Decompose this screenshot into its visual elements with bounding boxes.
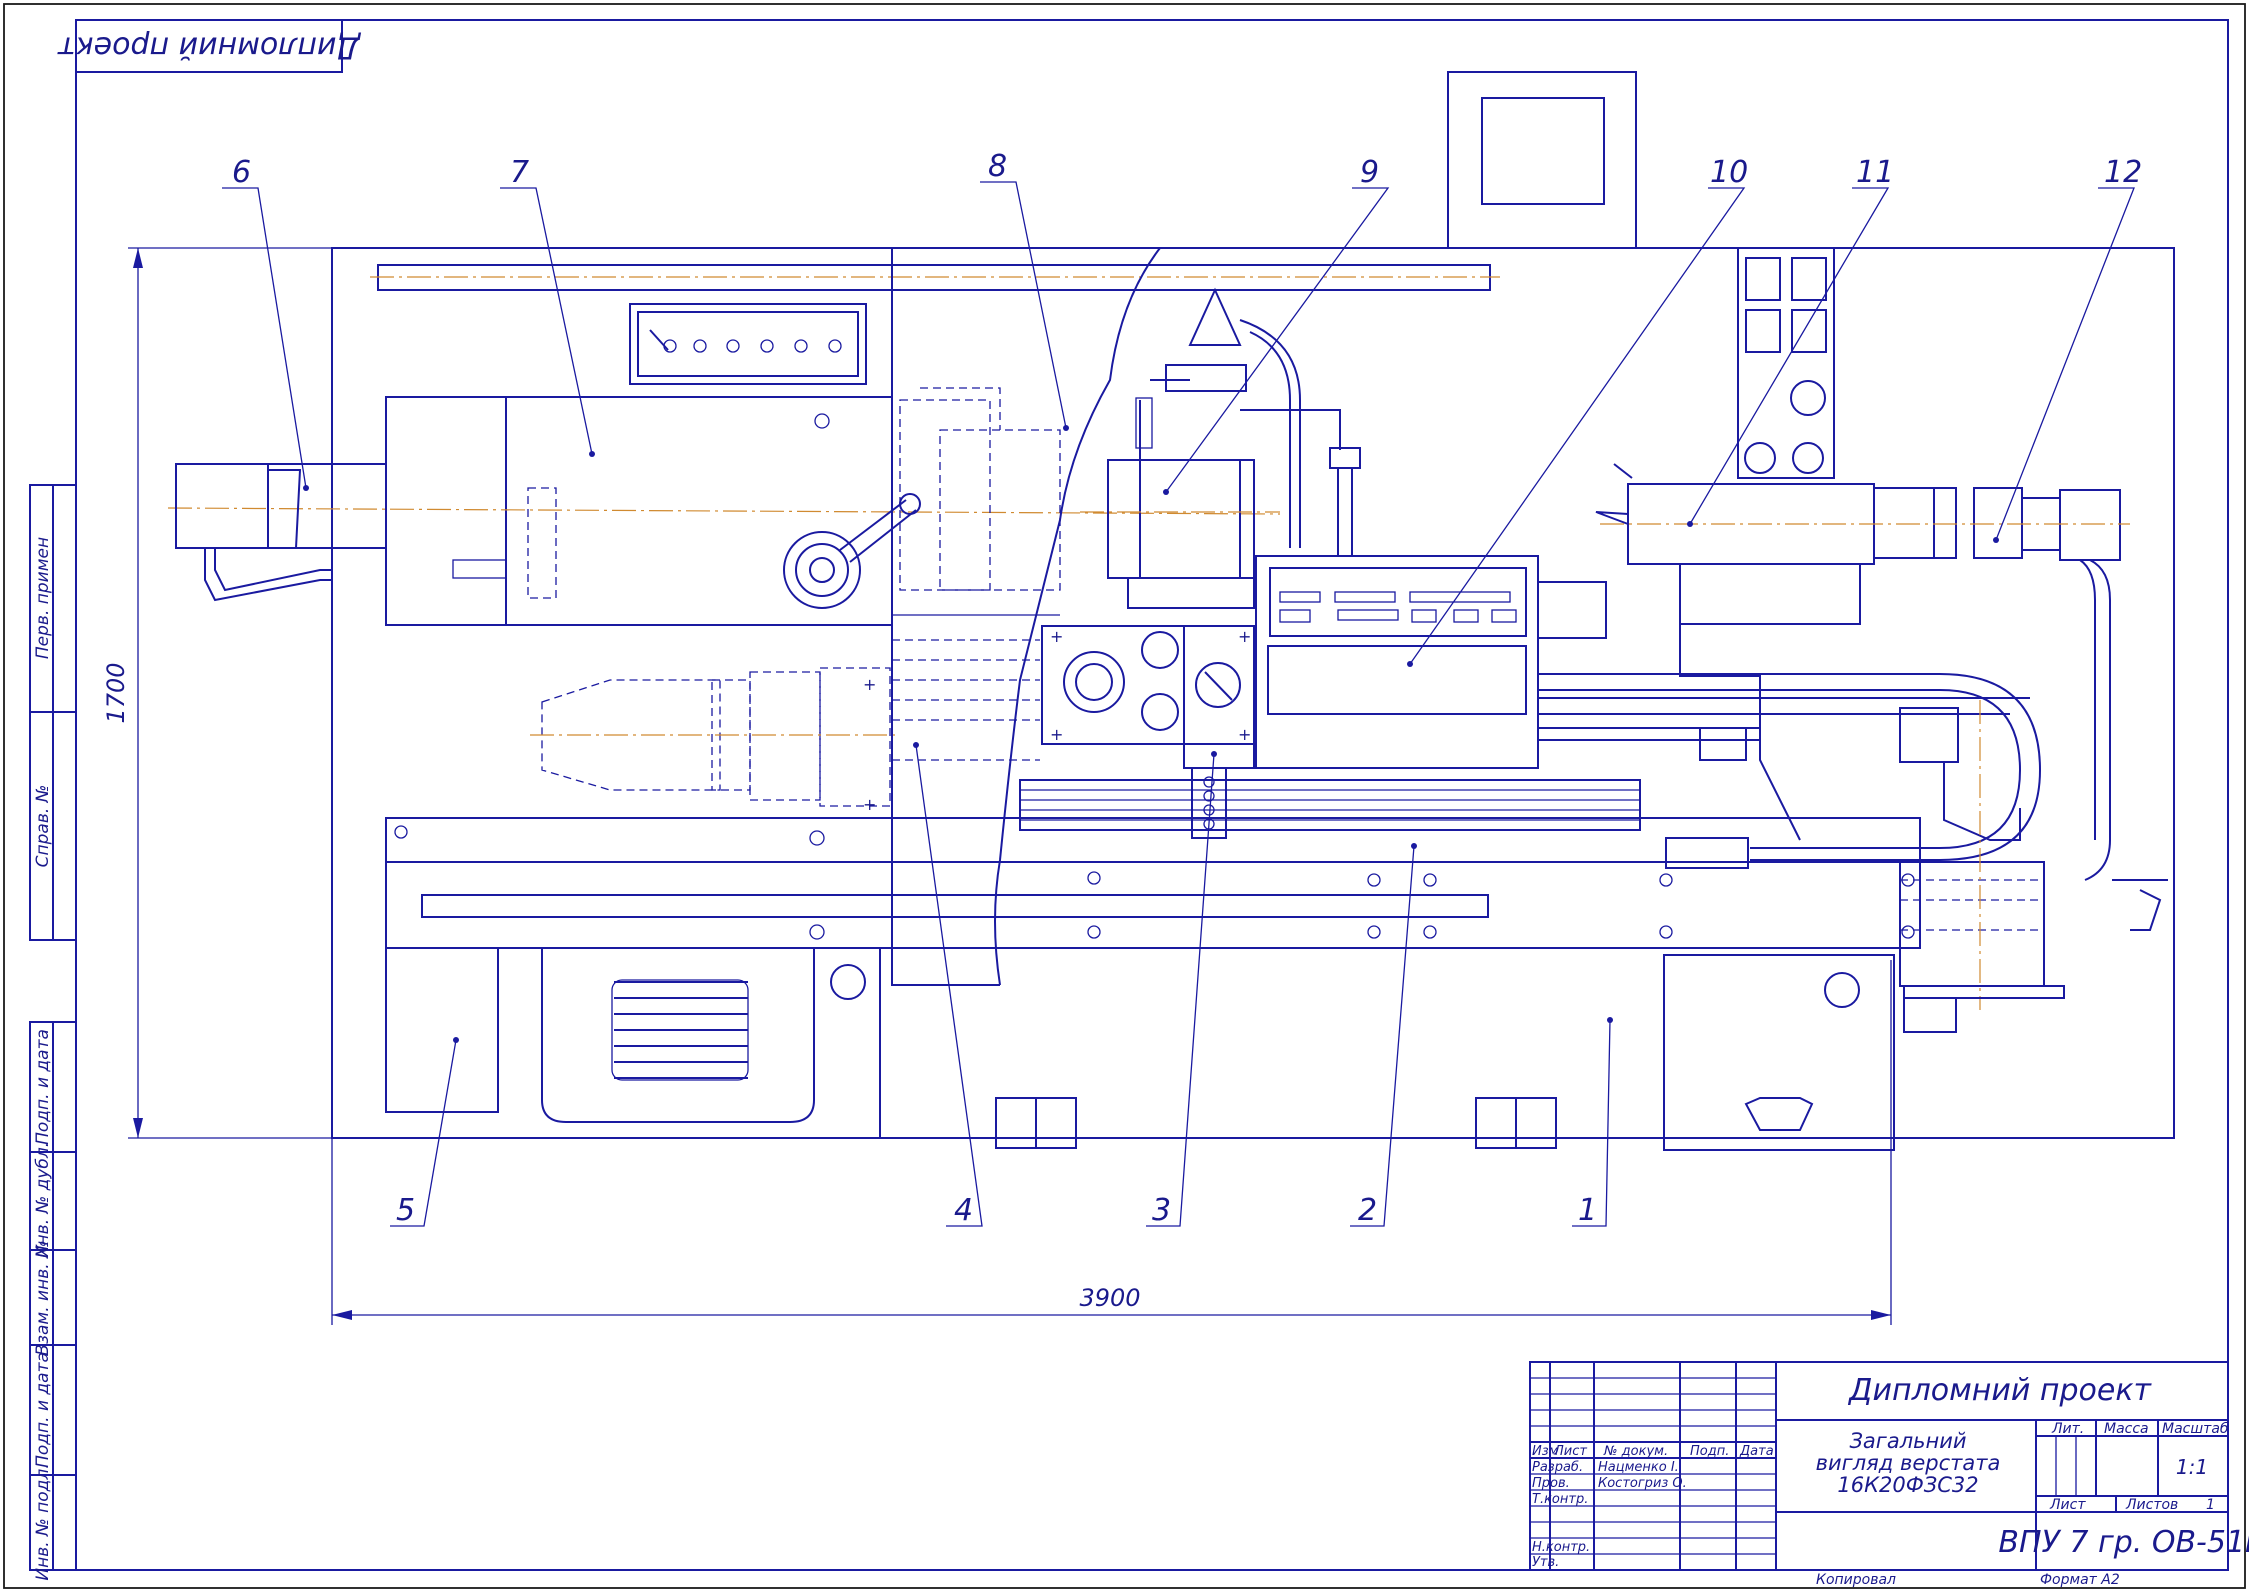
callout-10: 10	[1710, 155, 1748, 190]
lit-label: Лит.	[2051, 1421, 2084, 1437]
title-drawing-line1: Загальний	[1849, 1429, 1966, 1453]
svg-text:+: +	[863, 795, 876, 814]
side-stamp-0: Перв. примен	[33, 537, 53, 659]
side-stamp-5: Подп. и дата	[33, 1352, 53, 1468]
outer-frame	[3, 3, 2246, 1589]
role-razrab: Разраб.	[1532, 1460, 1583, 1475]
header-stamp-text: Дипломний проект	[57, 30, 362, 65]
header-stamp: Дипломний проект	[57, 19, 362, 73]
callout-9: 9	[1360, 155, 1379, 190]
col-list: Лист	[1553, 1444, 1587, 1459]
svg-text:+: +	[863, 675, 876, 694]
side-stamp: Перв. примен Справ. № Подп. и дата Инв. …	[29, 484, 77, 1581]
scale-label: Масштаб	[2162, 1421, 2229, 1437]
callout-3: 3	[1152, 1193, 1171, 1228]
side-stamp-2: Подп. и дата	[33, 1029, 53, 1145]
sheets-value: 1	[2206, 1497, 2215, 1513]
svg-text:+: +	[1238, 725, 1251, 744]
inner-frame	[75, 19, 2229, 1571]
callout-5: 5	[396, 1193, 415, 1228]
cnc-control-console	[1255, 555, 1539, 769]
role-nkontr: Н.контр.	[1532, 1540, 1590, 1555]
svg-text:+: +	[1050, 627, 1063, 646]
cnc-monitor	[1447, 71, 1637, 249]
callouts: 6 7 8 9 10 11 12 5 4 3 2 1	[222, 149, 2142, 1228]
name-developer: Нацменко І.	[1598, 1460, 1679, 1475]
role-prov: Пров.	[1532, 1476, 1570, 1491]
mass-label: Масса	[2104, 1421, 2149, 1437]
side-stamp-4: Взам. инв. №	[33, 1240, 53, 1355]
role-tkontr: Т.контр.	[1532, 1492, 1588, 1507]
title-drawing-line2: вигляд верстата	[1816, 1451, 2001, 1475]
sheet-label: Лист	[2049, 1497, 2086, 1513]
title-project: Дипломний проект	[1847, 1373, 2152, 1408]
col-dokum: № докум.	[1603, 1444, 1668, 1459]
callout-6: 6	[232, 155, 251, 190]
scale-value: 1:1	[2176, 1455, 2208, 1479]
dimension-width-label: 3900	[1079, 1284, 1140, 1312]
name-checker: Костогриз О.	[1598, 1476, 1687, 1491]
col-podp: Подп.	[1690, 1444, 1729, 1459]
side-stamp-6: Инв. № подл.	[33, 1463, 53, 1580]
copied-label: Копировал	[1816, 1572, 1896, 1588]
svg-text:+: +	[1050, 725, 1063, 744]
callout-1: 1	[1578, 1193, 1597, 1228]
svg-text:+: +	[1238, 627, 1251, 646]
organization: ВПУ 7 гр. ОВ-51Б	[1998, 1525, 2249, 1560]
dimension-width: 3900	[331, 960, 1892, 1325]
title-drawing-line3: 16К20ФЗС32	[1837, 1473, 1978, 1497]
callout-2: 2	[1358, 1193, 1377, 1228]
side-stamp-3: Инв. № дубл.	[33, 1142, 53, 1258]
format-label: Формат А2	[2040, 1572, 2120, 1588]
callout-7: 7	[510, 155, 529, 190]
callout-8: 8	[988, 149, 1007, 184]
callout-4: 4	[954, 1193, 973, 1228]
role-utv: Утв.	[1532, 1555, 1559, 1570]
dimension-height: 1700	[102, 247, 332, 1139]
dimension-height-label: 1700	[102, 662, 130, 723]
col-izm: Изм	[1532, 1444, 1559, 1459]
lathe-16k20f3c32: + +	[167, 71, 2175, 1151]
sheets-label: Листов	[2125, 1497, 2178, 1513]
callout-12: 12	[2104, 155, 2142, 190]
title-block: Дипломний проект Загальний вигляд верста…	[1529, 1361, 2249, 1588]
callout-11: 11	[1856, 155, 1894, 190]
lathe-bed	[385, 817, 1921, 949]
col-data: Дата	[1739, 1444, 1774, 1459]
side-stamp-1: Справ. №	[33, 785, 53, 868]
